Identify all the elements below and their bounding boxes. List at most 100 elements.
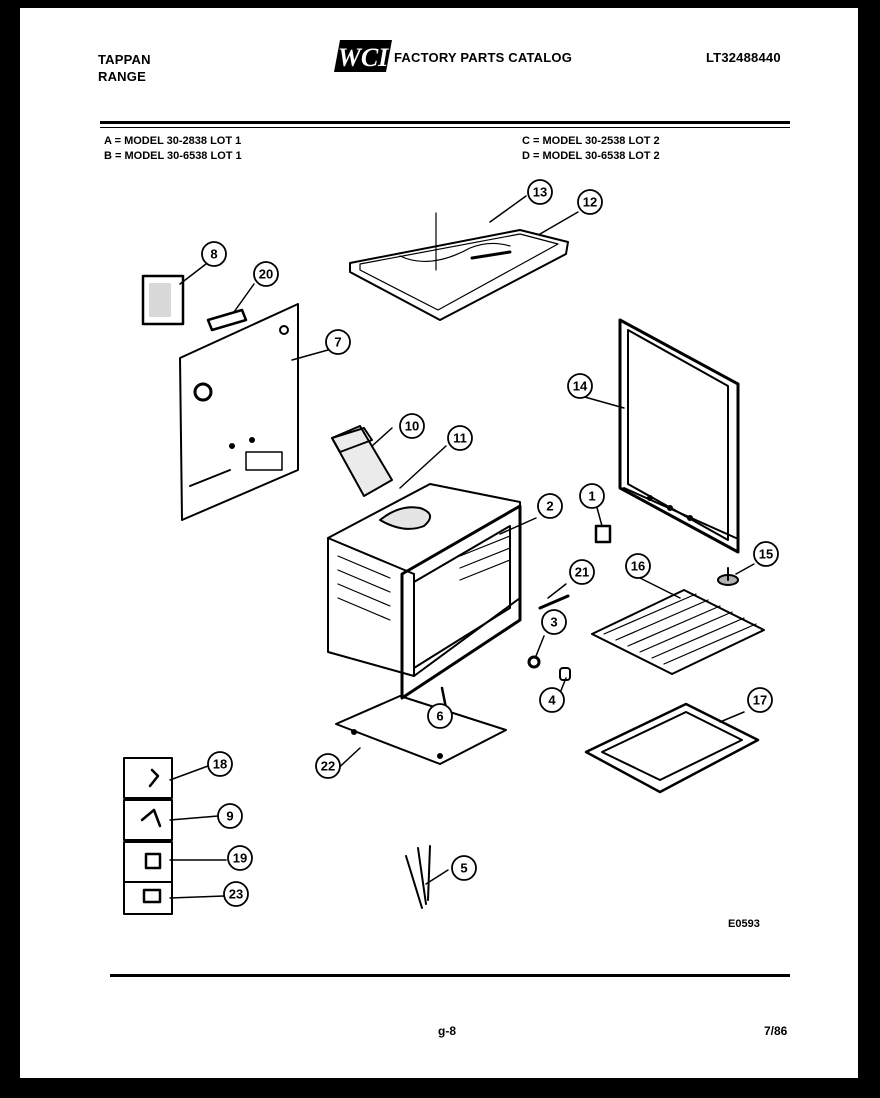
callout-number: 17 [753, 693, 767, 708]
callout-5: 5 [451, 855, 477, 881]
leader-lines [169, 195, 755, 899]
callout-circle [577, 189, 603, 215]
part-3-bushing [527, 655, 541, 669]
callout-19: 19 [227, 845, 253, 871]
callout-circle [569, 559, 595, 585]
part-22-bottom [335, 695, 507, 765]
callout-circle [325, 329, 351, 355]
callout-circle [541, 609, 567, 635]
callout-number: 5 [460, 861, 467, 876]
catalog-number: LT32488440 [706, 50, 781, 65]
callout-number: 16 [631, 559, 645, 574]
callout-number: 3 [550, 615, 557, 630]
part-15-knob [717, 567, 739, 586]
wci-logo: WCI [332, 38, 394, 74]
product-type: RANGE [98, 69, 146, 84]
callout-number: 8 [210, 247, 217, 262]
callout-circle [207, 751, 233, 777]
part-10-vent [331, 425, 393, 497]
revision-date: 7/86 [764, 1024, 788, 1038]
callout-21: 21 [569, 559, 595, 585]
callout-circle [625, 553, 651, 579]
model-a: A = MODEL 30-2838 LOT 1 [104, 135, 242, 147]
page-number: g-8 [438, 1024, 456, 1038]
part-17-broiler-pan [584, 702, 760, 794]
callout-circle [567, 373, 593, 399]
parts-catalog-page: TAPPAN RANGE WCI FACTORY PARTS CATALOG L… [20, 8, 858, 1078]
model-c: C = MODEL 30-2538 LOT 2 [522, 135, 660, 147]
callout-circle [579, 483, 605, 509]
callout-number: 2 [546, 499, 553, 514]
callout-circle [227, 845, 253, 871]
callout-circle [217, 803, 243, 829]
part-16-oven-rack [591, 589, 765, 675]
part-5-tool [405, 845, 431, 909]
callout-circle [527, 179, 553, 205]
callout-circle [747, 687, 773, 713]
callout-circle [447, 425, 473, 451]
callout-circle [399, 413, 425, 439]
callout-15: 15 [753, 541, 779, 567]
callout-number: 23 [229, 887, 243, 902]
callout-22: 22 [315, 753, 341, 779]
callout-4: 4 [539, 687, 565, 713]
callout-13: 13 [527, 179, 553, 205]
small-parts-boxes [123, 757, 173, 915]
logo-lettering: WCI [338, 43, 389, 72]
callout-6: 6 [427, 703, 453, 729]
model-d: D = MODEL 30-6538 LOT 2 [522, 150, 660, 162]
wci-logo-graphic: WCI [334, 40, 392, 72]
diagram-code: E0593 [728, 918, 760, 930]
callout-1: 1 [579, 483, 605, 509]
callout-number: 1 [588, 489, 595, 504]
callout-circle [539, 687, 565, 713]
callout-16: 16 [625, 553, 651, 579]
part-7-back-panel [179, 303, 299, 521]
part-8-bracket [141, 274, 185, 326]
callout-number: 15 [759, 547, 773, 562]
callout-17: 17 [747, 687, 773, 713]
part-11-baffle [379, 506, 431, 530]
callout-number: 7 [334, 335, 341, 350]
callout-number: 13 [533, 185, 547, 200]
callout-circle [753, 541, 779, 567]
callout-7: 7 [325, 329, 351, 355]
header-rule-thin [100, 127, 790, 128]
footer-rule [110, 974, 790, 977]
callout-number: 6 [436, 709, 443, 724]
callout-number: 14 [573, 379, 588, 394]
callout-number: 20 [259, 267, 273, 282]
part-21-screw [538, 594, 570, 610]
part-1-knob [594, 524, 612, 544]
callout-number: 10 [405, 419, 419, 434]
callout-10: 10 [399, 413, 425, 439]
callout-number: 9 [226, 809, 233, 824]
callout-number: 22 [321, 759, 335, 774]
brand-name: TAPPAN [98, 52, 151, 67]
callout-20: 20 [253, 261, 279, 287]
callout-circle [427, 703, 453, 729]
callout-circle [451, 855, 477, 881]
callout-number: 11 [453, 431, 467, 446]
callout-number: 18 [213, 757, 227, 772]
callout-circle [253, 261, 279, 287]
callout-18: 18 [207, 751, 233, 777]
callout-number: 4 [548, 693, 556, 708]
callout-number: 12 [583, 195, 597, 210]
callout-12: 12 [577, 189, 603, 215]
model-b: B = MODEL 30-6538 LOT 1 [104, 150, 242, 162]
header-rule [100, 121, 790, 124]
callout-8: 8 [201, 241, 227, 267]
part-2-front-frame [400, 504, 522, 700]
part-13-cooktop [349, 212, 569, 321]
callout-14: 14 [567, 373, 593, 399]
callout-2: 2 [537, 493, 563, 519]
callout-circle [201, 241, 227, 267]
part-14-door-frame [618, 318, 740, 554]
callout-23: 23 [223, 881, 249, 907]
part-4-spacer [559, 667, 571, 681]
callout-number: 21 [575, 565, 589, 580]
callout-9: 9 [217, 803, 243, 829]
